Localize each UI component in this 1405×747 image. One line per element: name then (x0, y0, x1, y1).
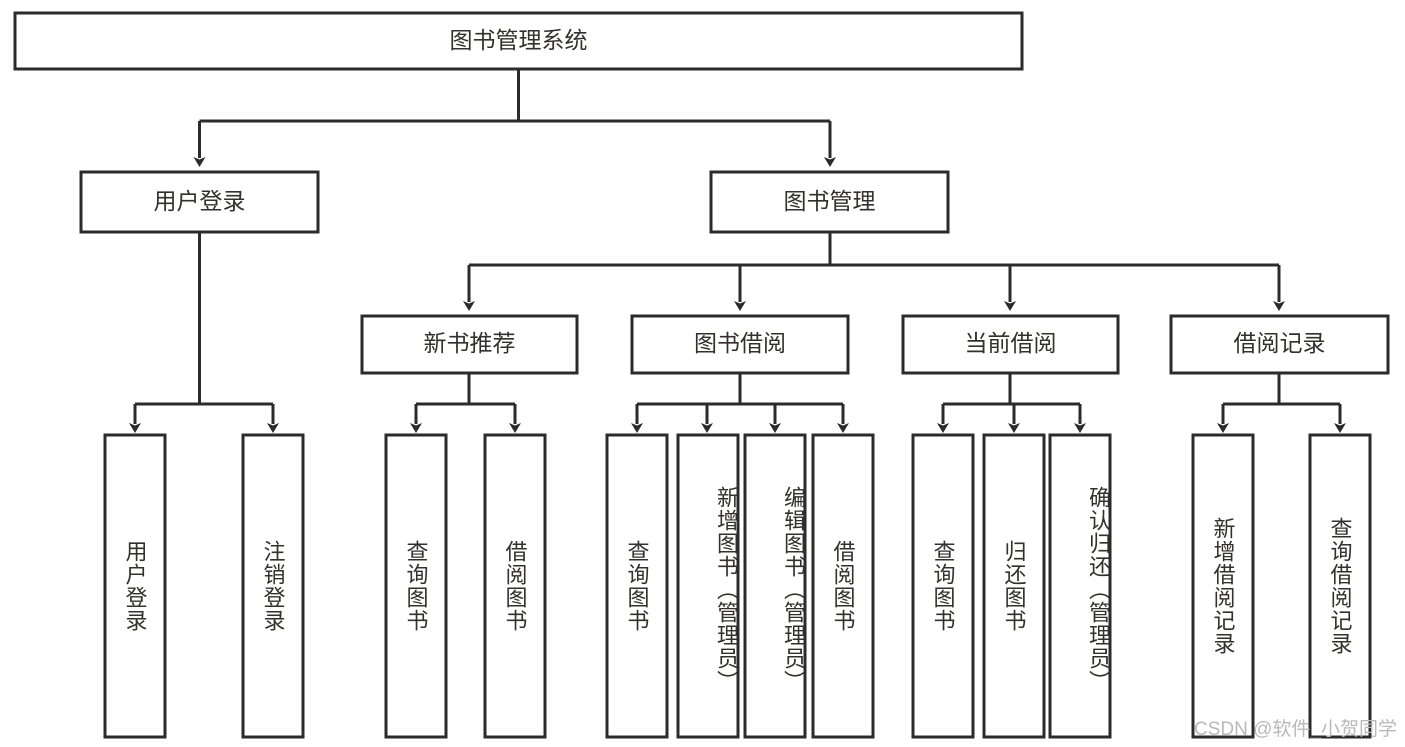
node-leaf-user-login-box[interactable] (103, 433, 167, 739)
connector-group-current-borrow-to-leaves (937, 373, 1086, 433)
node-leaf-query-book-1-box[interactable] (384, 433, 448, 739)
connector-group-book-manage-to-level3 (463, 232, 1285, 311)
node-leaf-edit-book-box[interactable] (743, 433, 807, 739)
leaf-boxes-group (103, 433, 1372, 739)
node-leaf-add-book-box[interactable] (676, 433, 740, 739)
node-new-book-rec-label: 新书推荐 (424, 330, 516, 356)
connector-group-root-to-level2 (193, 69, 836, 167)
node-leaf-borrow-book-2-box[interactable] (811, 433, 875, 739)
node-leaf-add-record-box[interactable] (1191, 433, 1255, 739)
node-current-borrow-box[interactable] (901, 314, 1120, 375)
connector-group-borrow-record-to-leaves (1217, 373, 1346, 433)
node-leaf-confirm-return-box[interactable] (1048, 433, 1112, 739)
node-new-book-rec-box[interactable] (360, 314, 579, 375)
node-root-label: 图书管理系统 (450, 27, 588, 53)
node-leaf-borrow-book-1-box[interactable] (483, 433, 547, 739)
node-borrow-record[interactable]: 借阅记录 (1169, 314, 1390, 375)
node-book-manage-label: 图书管理 (784, 188, 876, 214)
node-user-login-box[interactable] (79, 170, 320, 234)
node-root-box[interactable] (13, 11, 1024, 71)
node-book-borrow-box[interactable] (630, 314, 850, 375)
node-leaf-query-record-box[interactable] (1308, 433, 1372, 739)
node-book-manage-box[interactable] (709, 170, 950, 234)
node-user-login-label: 用户登录 (154, 188, 246, 214)
node-current-borrow-label: 当前借阅 (965, 330, 1057, 356)
connector-group-book-borrow-to-leaves (631, 373, 849, 433)
node-user-login[interactable]: 用户登录 (79, 170, 320, 234)
node-book-borrow[interactable]: 图书借阅 (630, 314, 850, 375)
connector-group-user-login-to-leaves (129, 232, 279, 433)
node-leaf-return-book-box[interactable] (982, 433, 1046, 739)
node-borrow-record-label: 借阅记录 (1234, 330, 1326, 356)
node-leaf-query-book-3-box[interactable] (911, 433, 975, 739)
node-leaf-user-logout-box[interactable] (241, 433, 305, 739)
csdn-watermark: CSDN @软件_小贺同学 (1194, 719, 1397, 740)
node-current-borrow[interactable]: 当前借阅 (901, 314, 1120, 375)
node-leaf-query-book-2-box[interactable] (605, 433, 669, 739)
connector-group-new-book-rec-to-leaves (410, 373, 521, 433)
node-borrow-record-box[interactable] (1169, 314, 1390, 375)
node-new-book-rec[interactable]: 新书推荐 (360, 314, 579, 375)
node-book-borrow-label: 图书借阅 (694, 330, 786, 356)
node-root[interactable]: 图书管理系统 (13, 11, 1024, 71)
node-book-manage[interactable]: 图书管理 (709, 170, 950, 234)
